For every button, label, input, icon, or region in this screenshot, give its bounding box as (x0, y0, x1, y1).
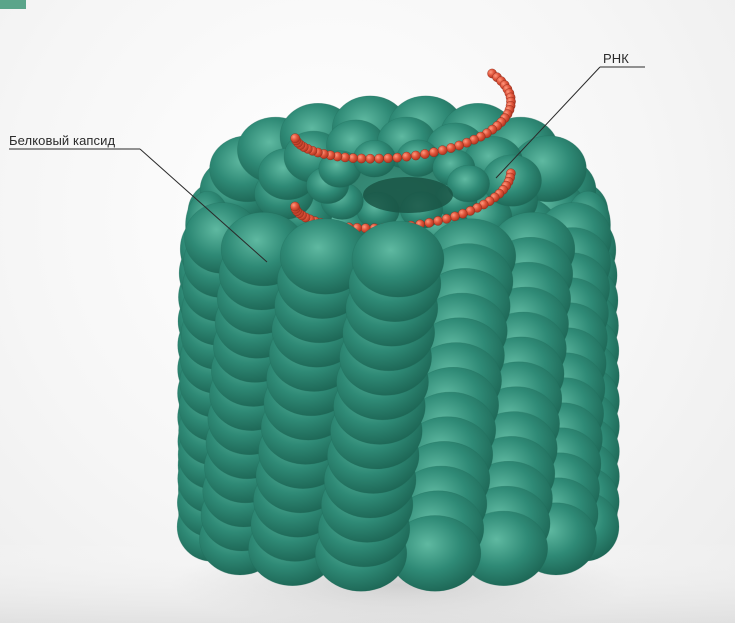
capsid-central-channel (363, 177, 453, 213)
rna-bead (349, 154, 358, 163)
rna-bead (425, 218, 434, 227)
rna-bead (290, 202, 299, 211)
capsid-front-layer (177, 191, 619, 591)
capsid-label: Белковый капсид (9, 133, 115, 148)
rna-bead (429, 148, 438, 157)
rna-bead (375, 154, 384, 163)
rna-bead (446, 143, 455, 152)
rna-bead (442, 214, 451, 223)
rna-bead (291, 134, 300, 143)
rna-bead (450, 212, 459, 221)
capsomer-rim (447, 165, 489, 202)
rna-bead (455, 141, 464, 150)
rna-bead (402, 152, 411, 161)
rna-bead (357, 154, 366, 163)
rna-bead (366, 154, 375, 163)
rna-bead (438, 146, 447, 155)
rna-bead (411, 151, 420, 160)
rna-label: РНК (603, 51, 629, 66)
rna-bead (393, 153, 402, 162)
rna-bead (420, 149, 429, 158)
capsomer (352, 221, 444, 297)
rna-bead (433, 216, 442, 225)
rna-bead (384, 154, 393, 163)
